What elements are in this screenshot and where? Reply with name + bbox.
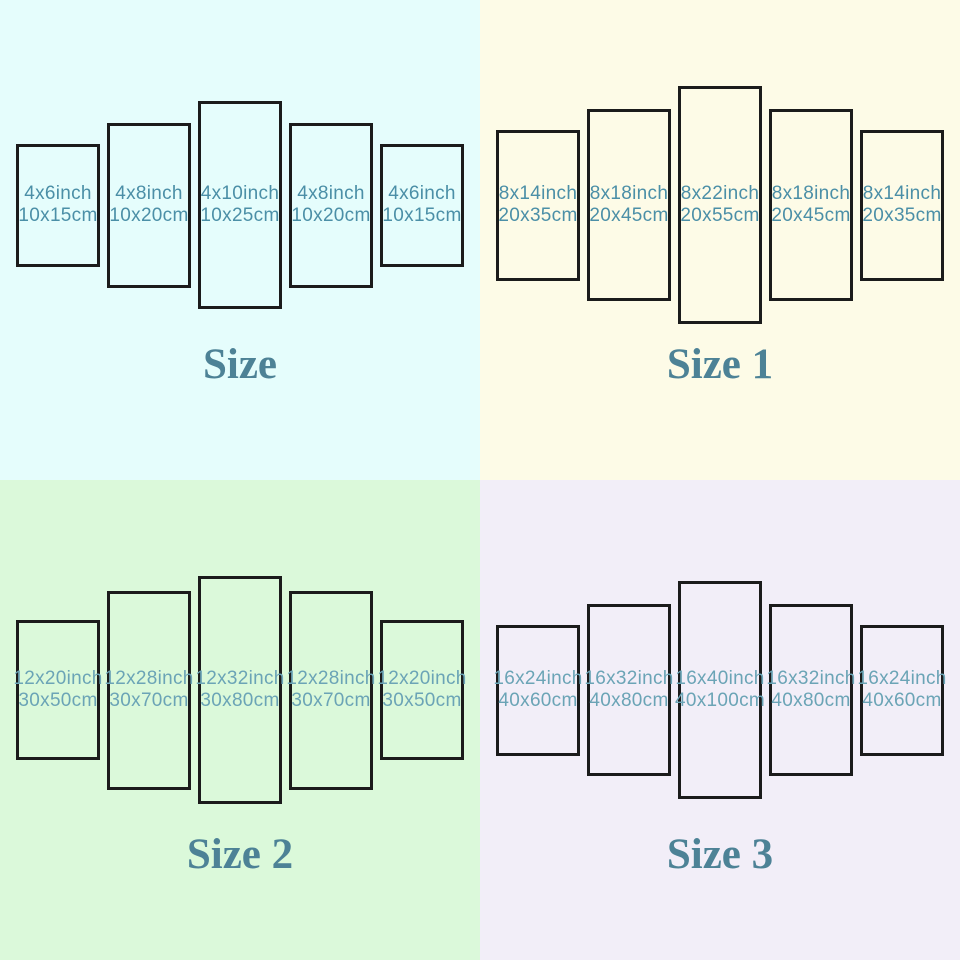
panel-size-cm: 40x100cm [674,690,766,711]
panel-size-inch: 12x20inch [377,668,467,689]
panel-size-label: 16x24inch 40x60cm [493,668,582,712]
size-chart-title: Size 1 [666,341,774,388]
canvas-panel: 4x8inch 10x20cm [289,122,373,288]
panel-size-inch: 16x24inch [493,668,583,689]
panel-size-cm: 30x50cm [382,690,462,711]
panel-size-cm: 20x35cm [862,205,942,226]
panel-size-cm: 30x50cm [18,690,98,711]
canvas-panel: 4x6inch 10x15cm [16,143,100,267]
panel-size-cm: 10x15cm [18,205,98,226]
canvas-panel: 8x14inch 20x35cm [496,129,580,281]
panel-size-inch: 4x8inch [115,183,183,204]
canvas-panel: 4x6inch 10x15cm [380,143,464,267]
size-chart-quadrant-size: 4x6inch 10x15cm 4x8inch 10x20cm 4x10inch… [0,0,480,480]
canvas-panel: 8x22inch 20x55cm [678,86,762,324]
panels-row: 16x24inch 40x60cm 16x32inch 40x80cm 16x4… [493,581,946,799]
canvas-panel: 4x8inch 10x20cm [107,122,191,288]
panel-size-cm: 10x25cm [200,205,280,226]
panel-size-inch: 12x20inch [13,668,103,689]
panel-size-cm: 10x15cm [382,205,462,226]
panel-size-cm: 40x60cm [862,690,942,711]
panel-size-inch: 4x6inch [24,183,92,204]
panel-size-label: 16x32inch 40x80cm [584,668,673,712]
panel-size-label: 8x14inch 20x35cm [498,183,577,227]
size-chart-quadrant-size2: 12x20inch 30x50cm 12x28inch 30x70cm 12x3… [0,480,480,960]
size-chart-title: Size [202,341,278,388]
panels-row: 8x14inch 20x35cm 8x18inch 20x45cm 8x22in… [496,86,944,324]
panel-size-cm: 20x45cm [771,205,851,226]
panel-size-inch: 12x28inch [104,668,194,689]
panel-size-inch: 12x28inch [286,668,376,689]
panel-size-label: 12x20inch 30x50cm [377,668,466,712]
panel-size-inch: 8x22inch [680,183,760,204]
panel-size-inch: 8x14inch [862,183,942,204]
panel-size-label: 12x28inch 30x70cm [104,668,193,712]
panel-size-cm: 10x20cm [291,205,371,226]
canvas-panel: 16x24inch 40x60cm [493,624,582,756]
panel-size-inch: 8x18inch [771,183,851,204]
size-chart-quadrant-size3: 16x24inch 40x60cm 16x32inch 40x80cm 16x4… [480,480,960,960]
panel-size-inch: 8x18inch [589,183,669,204]
panel-size-cm: 20x55cm [680,205,760,226]
panel-size-inch: 4x10inch [200,183,280,204]
panel-size-inch: 16x32inch [766,668,856,689]
panel-size-inch: 12x32inch [195,668,285,689]
panel-size-inch: 8x14inch [498,183,578,204]
canvas-panel: 12x20inch 30x50cm [377,620,466,760]
size-chart-title: Size 2 [186,831,294,878]
canvas-panel: 12x32inch 30x80cm [195,576,284,804]
canvas-panel: 8x18inch 20x45cm [769,109,853,301]
panel-size-label: 4x8inch 10x20cm [109,183,188,227]
panel-size-cm: 40x80cm [589,690,669,711]
panel-size-label: 4x6inch 10x15cm [382,183,461,227]
panel-size-cm: 40x60cm [498,690,578,711]
panel-size-cm: 20x45cm [589,205,669,226]
panel-size-label: 8x14inch 20x35cm [862,183,941,227]
panel-size-label: 8x18inch 20x45cm [589,183,668,227]
panels-row: 4x6inch 10x15cm 4x8inch 10x20cm 4x10inch… [16,101,464,309]
panel-size-inch: 4x8inch [297,183,365,204]
canvas-panel: 12x28inch 30x70cm [104,590,193,790]
canvas-panel: 16x32inch 40x80cm [584,604,673,776]
canvas-panel: 12x28inch 30x70cm [286,590,375,790]
panel-size-label: 12x32inch 30x80cm [195,668,284,712]
panel-size-label: 8x18inch 20x45cm [771,183,850,227]
panel-size-label: 4x8inch 10x20cm [291,183,370,227]
panel-size-label: 8x22inch 20x55cm [680,183,759,227]
panel-size-cm: 30x80cm [200,690,280,711]
panel-size-label: 16x24inch 40x60cm [857,668,946,712]
panel-size-label: 12x28inch 30x70cm [286,668,375,712]
canvas-panel: 8x18inch 20x45cm [587,109,671,301]
canvas-panel: 4x10inch 10x25cm [198,101,282,309]
canvas-panel: 12x20inch 30x50cm [13,620,102,760]
size-chart-title: Size 3 [666,831,774,878]
panel-size-inch: 16x32inch [584,668,674,689]
panel-size-cm: 10x20cm [109,205,189,226]
panel-size-cm: 20x35cm [498,205,578,226]
canvas-panel: 16x32inch 40x80cm [766,604,855,776]
panel-size-inch: 16x40inch [675,668,765,689]
panel-size-label: 4x10inch 10x25cm [200,183,279,227]
canvas-panel: 16x40inch 40x100cm [675,581,765,799]
panel-size-inch: 16x24inch [857,668,947,689]
canvas-panel: 16x24inch 40x60cm [857,624,946,756]
size-chart-quadrant-size1: 8x14inch 20x35cm 8x18inch 20x45cm 8x22in… [480,0,960,480]
panel-size-label: 16x40inch 40x100cm [675,668,765,712]
panel-size-cm: 30x70cm [109,690,189,711]
panel-size-cm: 30x70cm [291,690,371,711]
panel-size-label: 4x6inch 10x15cm [18,183,97,227]
panels-row: 12x20inch 30x50cm 12x28inch 30x70cm 12x3… [13,576,466,804]
panel-size-label: 12x20inch 30x50cm [13,668,102,712]
canvas-panel: 8x14inch 20x35cm [860,129,944,281]
panel-size-cm: 40x80cm [771,690,851,711]
panel-size-label: 16x32inch 40x80cm [766,668,855,712]
panel-size-inch: 4x6inch [388,183,456,204]
